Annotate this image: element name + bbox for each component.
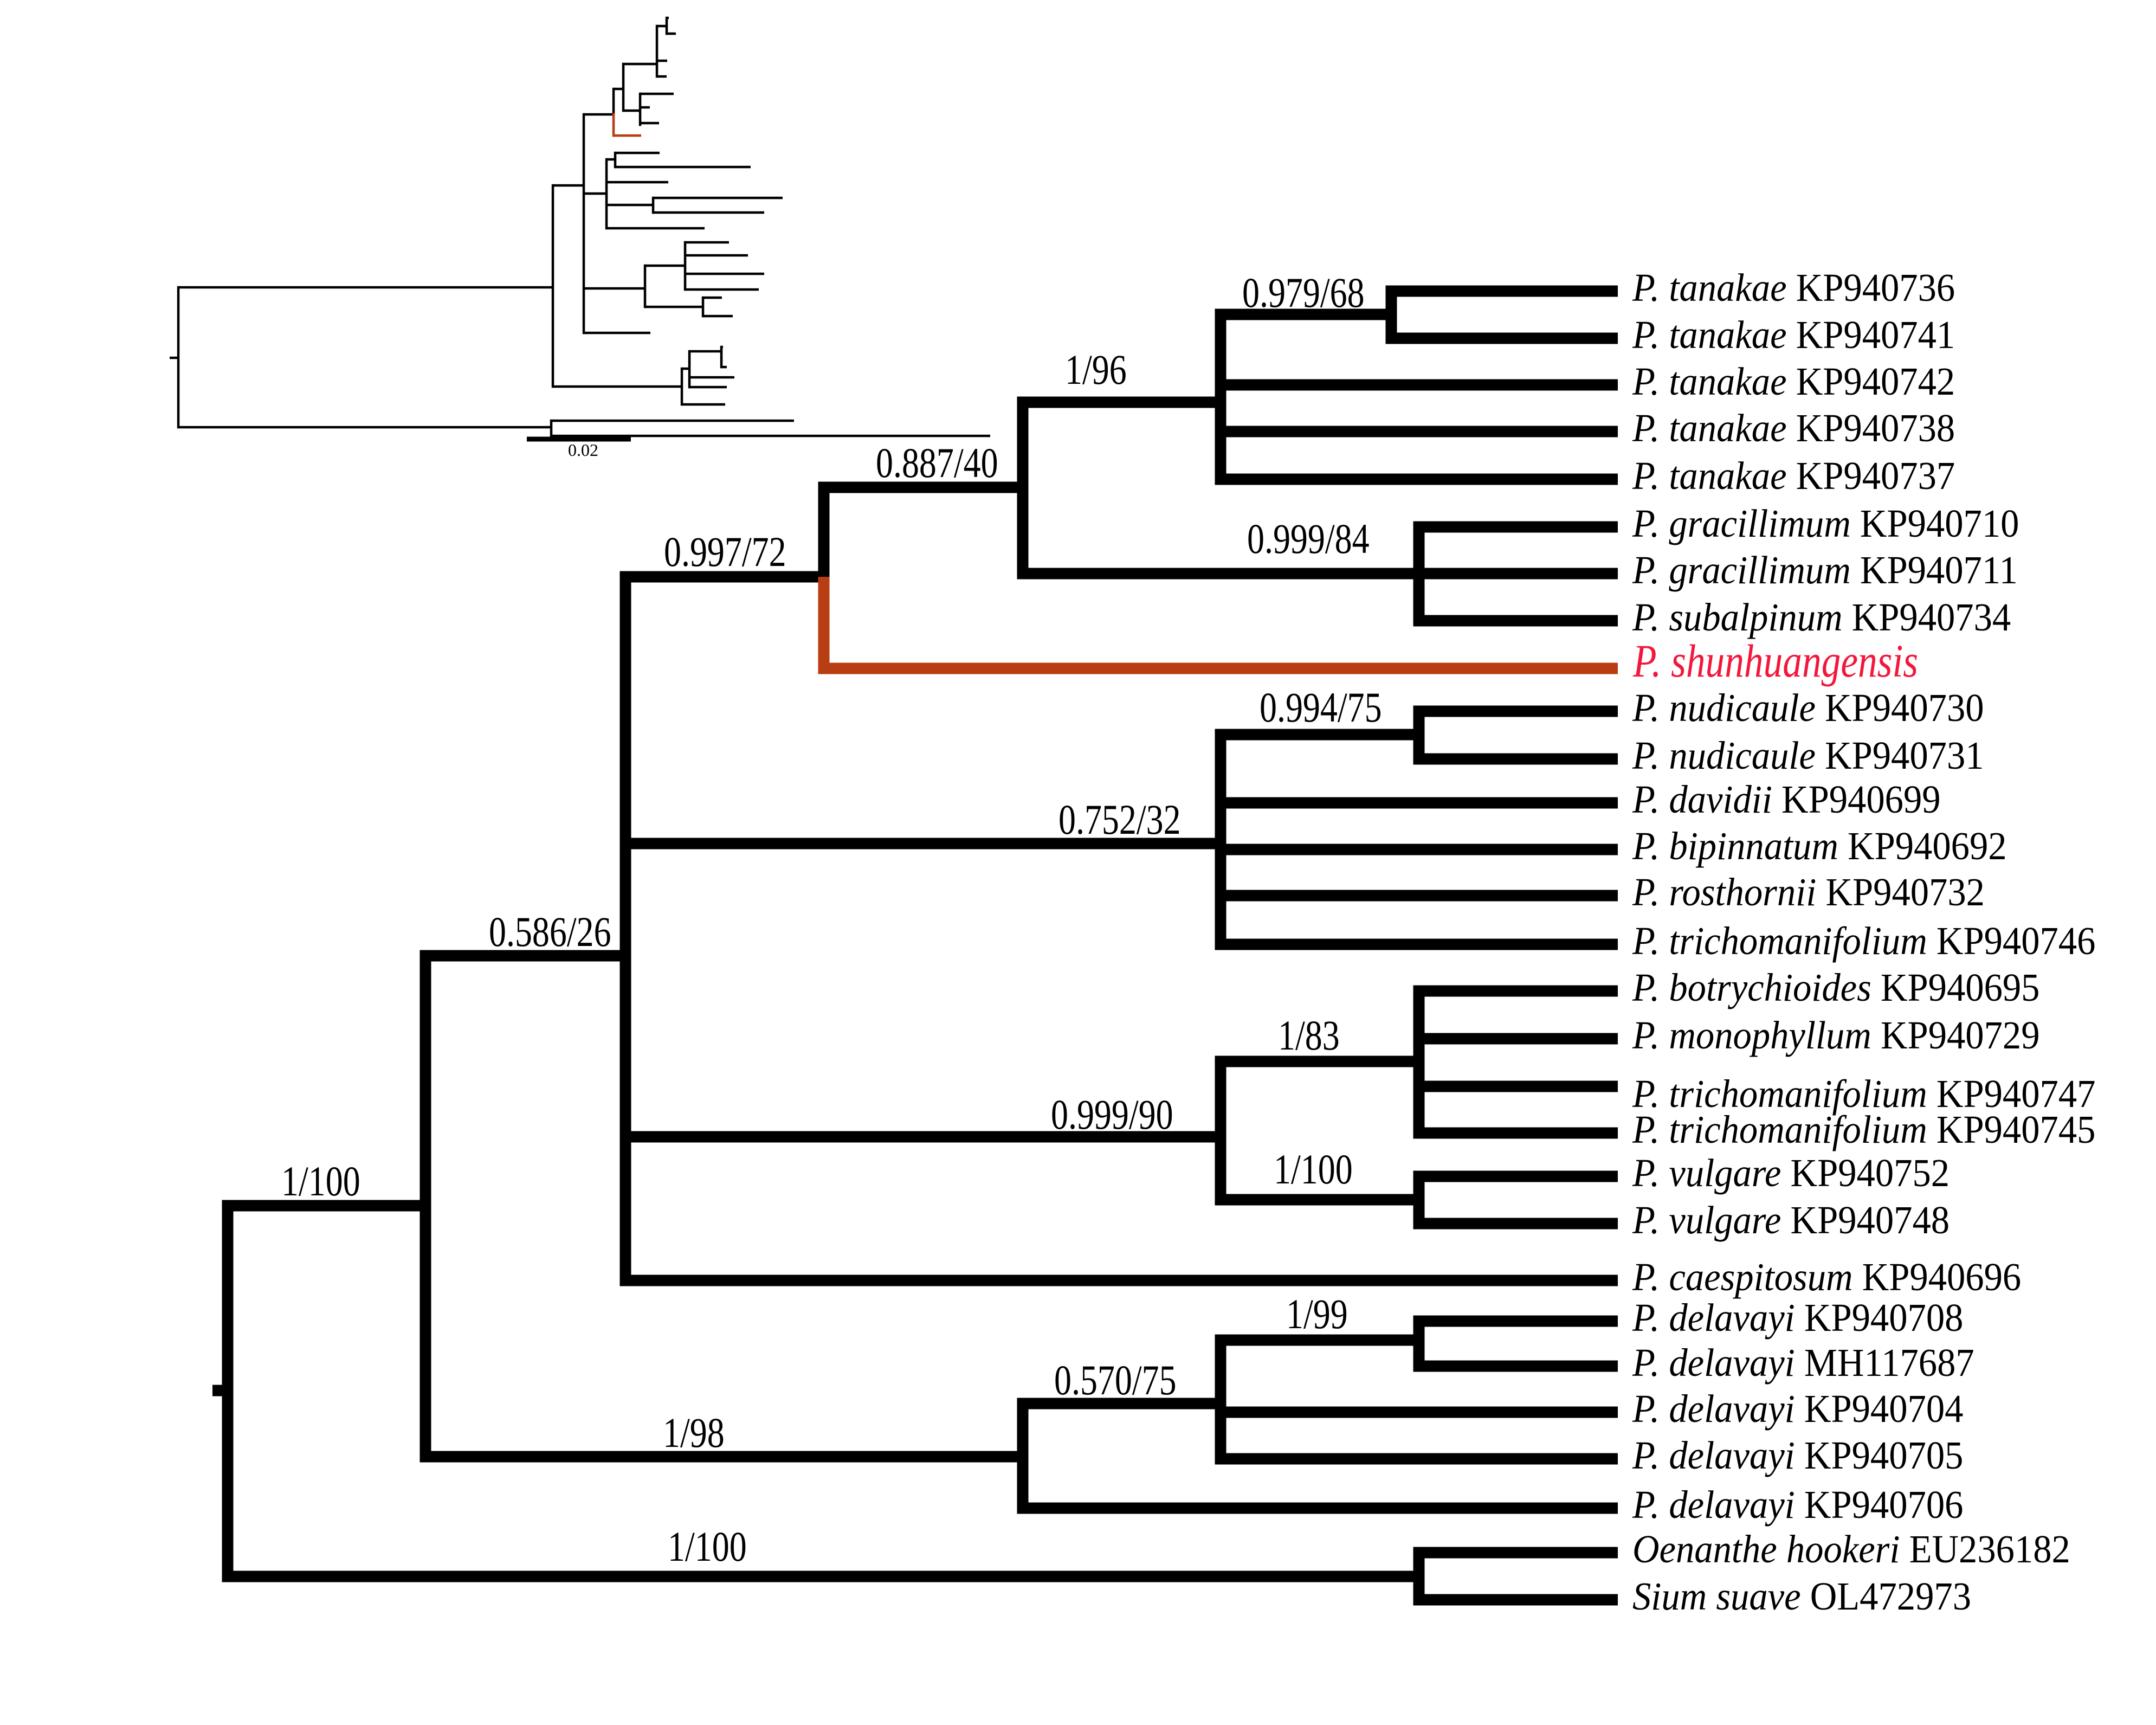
svg-text:1/96: 1/96	[1065, 346, 1127, 393]
svg-text:P. trichomanifolium KP940747: P. trichomanifolium KP940747	[1632, 1072, 2095, 1116]
svg-text:P. delavayi KP940708: P. delavayi KP940708	[1632, 1296, 1963, 1340]
svg-text:0.887/40: 0.887/40	[876, 440, 998, 486]
svg-text:P. gracillimum KP940711: P. gracillimum KP940711	[1632, 549, 2018, 592]
svg-text:0.586/26: 0.586/26	[489, 909, 611, 955]
svg-text:P. vulgare KP940752: P. vulgare KP940752	[1632, 1151, 1950, 1195]
svg-text:Sium suave OL472973: Sium suave OL472973	[1632, 1575, 1971, 1618]
svg-text:0.999/84: 0.999/84	[1247, 516, 1370, 562]
svg-text:1/100: 1/100	[1274, 1146, 1353, 1193]
svg-text:P. tanakae KP940742: P. tanakae KP940742	[1632, 360, 1955, 403]
svg-text:1/98: 1/98	[663, 1409, 725, 1456]
svg-text:1/83: 1/83	[1278, 1012, 1340, 1059]
svg-text:1/100: 1/100	[281, 1158, 360, 1205]
svg-text:P. caespitosum KP940696: P. caespitosum KP940696	[1632, 1256, 2021, 1299]
svg-text:P. tanakae KP940738: P. tanakae KP940738	[1632, 407, 1955, 450]
svg-text:P. botrychioides KP940695: P. botrychioides KP940695	[1632, 966, 2039, 1009]
svg-text:0.02: 0.02	[568, 440, 598, 460]
svg-text:P. tanakae KP940741: P. tanakae KP940741	[1632, 313, 1955, 357]
svg-text:P. delavayi KP940705: P. delavayi KP940705	[1632, 1434, 1963, 1477]
svg-text:Oenanthe hookeri EU236182: Oenanthe hookeri EU236182	[1632, 1528, 2070, 1571]
svg-text:P. nudicaule KP940730: P. nudicaule KP940730	[1632, 686, 1984, 730]
svg-text:P. nudicaule KP940731: P. nudicaule KP940731	[1632, 734, 1984, 777]
svg-text:P. delavayi MH117687: P. delavayi MH117687	[1632, 1341, 1974, 1385]
svg-text:P. shunhuangensis: P. shunhuangensis	[1632, 636, 1918, 687]
svg-text:P. tanakae KP940736: P. tanakae KP940736	[1632, 266, 1955, 310]
svg-text:P. davidii KP940699: P. davidii KP940699	[1632, 778, 1941, 821]
svg-text:P. delavayi KP940706: P. delavayi KP940706	[1632, 1483, 1963, 1527]
svg-text:0.979/68: 0.979/68	[1242, 269, 1365, 316]
svg-text:P. trichomanifolium KP940746: P. trichomanifolium KP940746	[1632, 919, 2095, 963]
svg-text:P. gracillimum KP940710: P. gracillimum KP940710	[1632, 502, 2019, 545]
svg-text:1/100: 1/100	[668, 1523, 747, 1570]
svg-text:0.994/75: 0.994/75	[1260, 684, 1382, 731]
svg-text:P. delavayi KP940704: P. delavayi KP940704	[1632, 1387, 1963, 1431]
svg-text:P. tanakae KP940737: P. tanakae KP940737	[1632, 454, 1955, 498]
svg-text:P. rosthornii KP940732: P. rosthornii KP940732	[1632, 871, 1985, 914]
svg-text:0.999/90: 0.999/90	[1051, 1091, 1173, 1138]
svg-text:0.997/72: 0.997/72	[664, 529, 786, 575]
svg-text:1/99: 1/99	[1286, 1291, 1348, 1337]
svg-text:0.570/75: 0.570/75	[1054, 1357, 1177, 1404]
svg-text:P. subalpinum KP940734: P. subalpinum KP940734	[1632, 596, 2011, 639]
svg-text:P. bipinnatum KP940692: P. bipinnatum KP940692	[1632, 825, 2007, 868]
svg-text:P. monophyllum KP940729: P. monophyllum KP940729	[1632, 1014, 2039, 1057]
svg-text:P. trichomanifolium KP940745: P. trichomanifolium KP940745	[1632, 1108, 2095, 1151]
svg-text:0.752/32: 0.752/32	[1058, 796, 1181, 843]
svg-text:P. vulgare KP940748: P. vulgare KP940748	[1632, 1199, 1950, 1242]
